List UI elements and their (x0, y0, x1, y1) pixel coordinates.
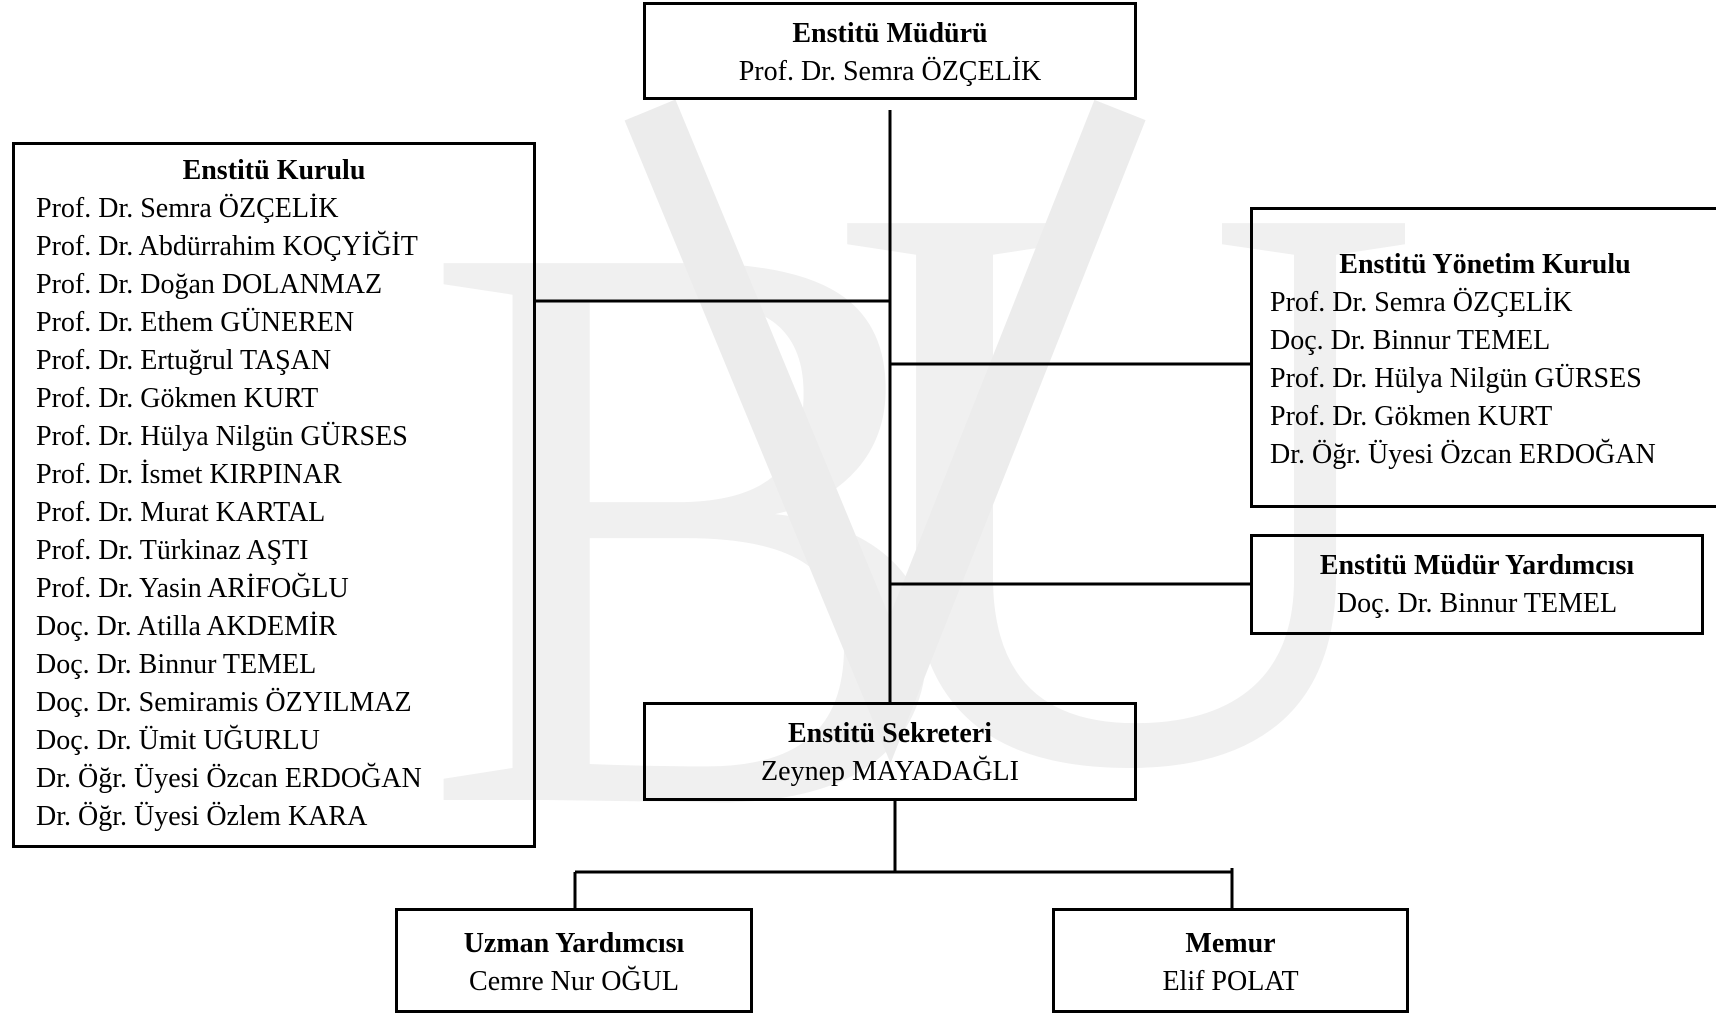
council-box: Enstitü Kurulu Prof. Dr. Semra ÖZÇELİK P… (12, 142, 536, 848)
expert-assistant-title: Uzman Yardımcısı (463, 928, 685, 959)
deputy-name: Doç. Dr. Binnur TEMEL (1336, 588, 1618, 619)
council-member: Prof. Dr. İsmet KIRPINAR (36, 459, 342, 490)
council-member: Dr. Öğr. Üyesi Özlem KARA (36, 801, 368, 832)
council-member: Prof. Dr. Yasin ARİFOĞLU (36, 573, 349, 604)
council-member: Prof. Dr. Semra ÖZÇELİK (36, 193, 339, 224)
clerk-box: Memur Elif POLAT (1052, 908, 1409, 1013)
council-member: Prof. Dr. Gökmen KURT (36, 383, 319, 414)
management-board-member: Prof. Dr. Semra ÖZÇELİK (1270, 287, 1573, 318)
council-member: Doç. Dr. Semiramis ÖZYILMAZ (36, 687, 412, 718)
management-board-title: Enstitü Yönetim Kurulu (1339, 249, 1631, 280)
council-member: Prof. Dr. Ertuğrul TAŞAN (36, 345, 332, 376)
director-name: Prof. Dr. Semra ÖZÇELİK (738, 56, 1042, 87)
management-board-box: Enstitü Yönetim Kurulu Prof. Dr. Semra Ö… (1250, 207, 1716, 508)
clerk-name: Elif POLAT (1162, 966, 1299, 997)
management-board-member: Prof. Dr. Hülya Nilgün GÜRSES (1270, 363, 1642, 394)
council-member: Doç. Dr. Ümit UĞURLU (36, 725, 320, 756)
council-member: Prof. Dr. Doğan DOLANMAZ (36, 269, 383, 300)
council-member: Prof. Dr. Hülya Nilgün GÜRSES (36, 421, 408, 452)
secretary-title: Enstitü Sekreteri (787, 718, 993, 749)
council-member: Prof. Dr. Abdürrahim KOÇYİĞİT (36, 231, 418, 262)
council-member: Prof. Dr. Murat KARTAL (36, 497, 326, 528)
management-board-member: Doç. Dr. Binnur TEMEL (1270, 325, 1551, 356)
deputy-title: Enstitü Müdür Yardımcısı (1319, 550, 1635, 581)
council-member: Doç. Dr. Atilla AKDEMİR (36, 611, 337, 642)
director-title: Enstitü Müdürü (792, 18, 988, 49)
secretary-name: Zeynep MAYADAĞLI (761, 756, 1019, 787)
expert-assistant-name: Cemre Nur OĞUL (469, 966, 679, 997)
council-member: Prof. Dr. Türkinaz AŞTI (36, 535, 309, 566)
management-board-member: Prof. Dr. Gökmen KURT (1270, 401, 1553, 432)
management-board-member: Dr. Öğr. Üyesi Özcan ERDOĞAN (1270, 439, 1656, 470)
clerk-title: Memur (1185, 928, 1276, 959)
deputy-box: Enstitü Müdür Yardımcısı Doç. Dr. Binnur… (1250, 534, 1704, 635)
council-title: Enstitü Kurulu (182, 155, 366, 186)
council-member: Dr. Öğr. Üyesi Özcan ERDOĞAN (36, 763, 422, 794)
secretary-box: Enstitü Sekreteri Zeynep MAYADAĞLI (643, 702, 1137, 801)
director-box: Enstitü Müdürü Prof. Dr. Semra ÖZÇELİK (643, 2, 1137, 100)
expert-assistant-box: Uzman Yardımcısı Cemre Nur OĞUL (395, 908, 753, 1013)
council-member: Doç. Dr. Binnur TEMEL (36, 649, 317, 680)
council-member: Prof. Dr. Ethem GÜNEREN (36, 307, 355, 338)
